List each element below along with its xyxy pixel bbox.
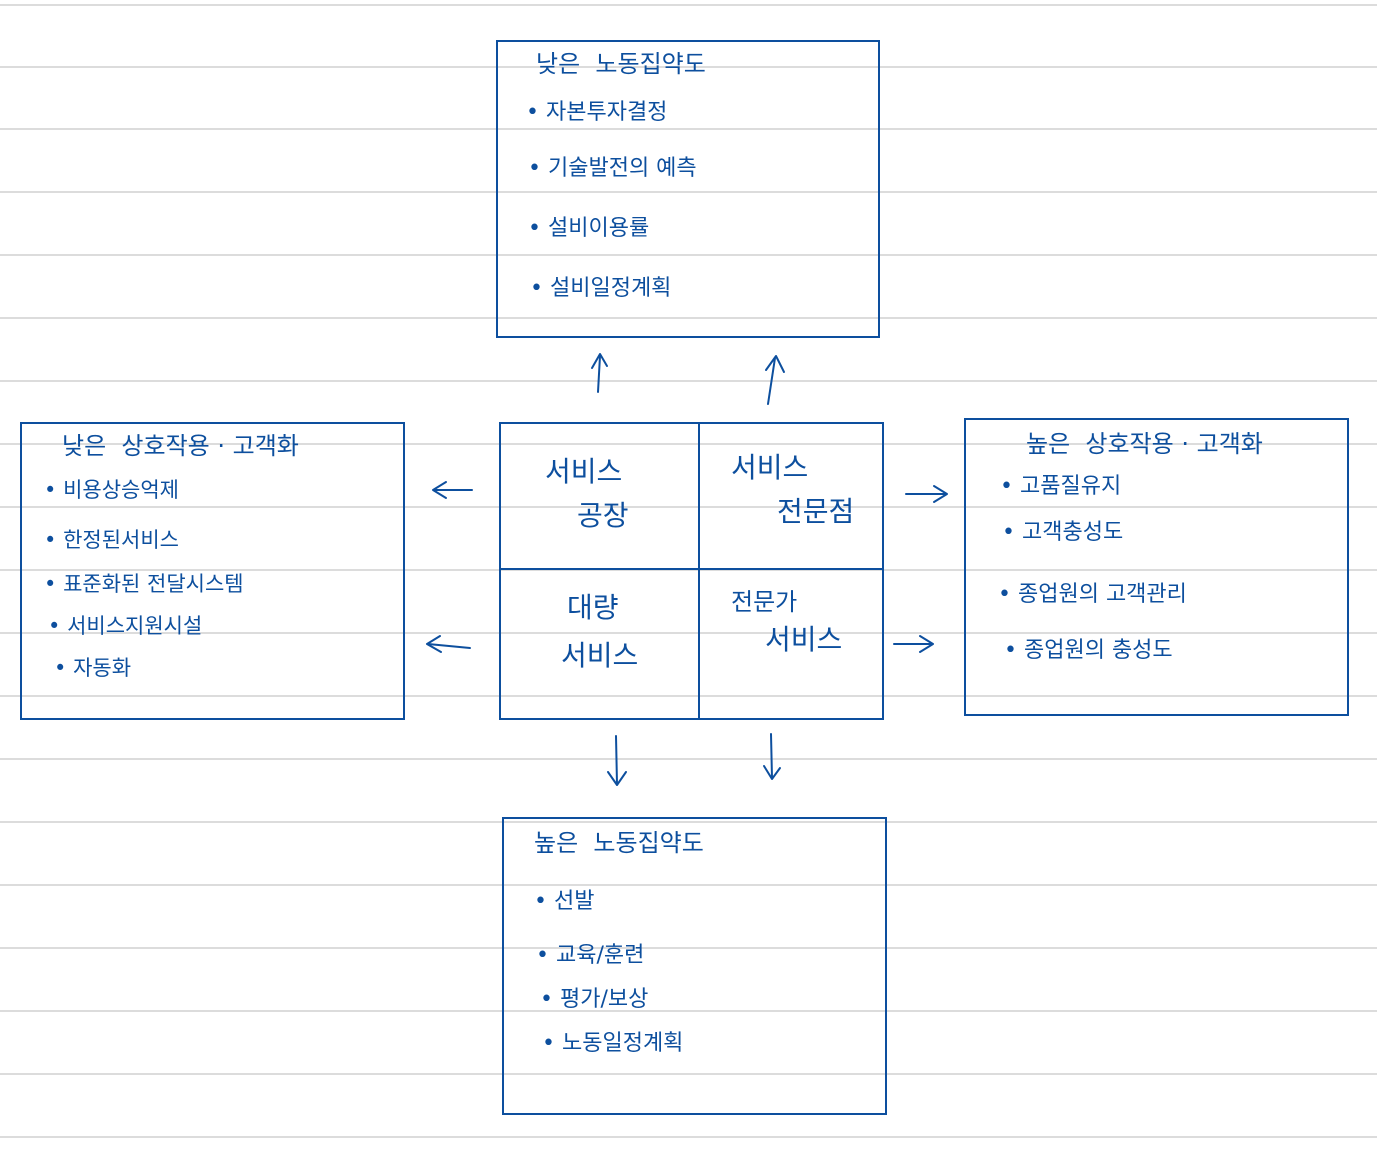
notebook-rule <box>0 506 1377 508</box>
top-box-item: 설비일정계획 <box>530 278 671 300</box>
top-box-item: 설비이용률 <box>528 218 649 240</box>
notebook-rule <box>0 66 1377 68</box>
notebook-rule <box>0 1136 1377 1138</box>
matrix-horizontal-divider <box>501 568 882 570</box>
bottom-box-item: 선발 <box>534 891 594 913</box>
professional-service-line2: 서비스 <box>765 623 843 656</box>
down-arrow <box>607 735 627 786</box>
notebook-rule <box>0 128 1377 130</box>
notebook-rule <box>0 317 1377 319</box>
left-box-title: 낮은 상호작용 · 고객화 <box>62 432 299 460</box>
down-arrow <box>763 733 781 780</box>
notebook-rule <box>0 191 1377 193</box>
up-arrow <box>591 353 608 393</box>
top-box-title: 낮은 노동집약도 <box>536 50 706 78</box>
right-box-title: 높은 상호작용 · 고객화 <box>1026 430 1263 458</box>
notebook-rule <box>0 758 1377 760</box>
right-box-item: 종업원의 고객관리 <box>998 584 1187 606</box>
service-process-matrix: 서비스 공장 서비스 전문점 대량 서비스 전문가 서비스 <box>499 422 884 720</box>
notebook-rule <box>0 632 1377 634</box>
left-box-item: 서비스지원시설 <box>48 616 202 637</box>
bottom-box-item: 교육/훈련 <box>536 945 644 967</box>
top-box-item: 기술발전의 예측 <box>528 158 697 180</box>
left-box-item: 비용상승억제 <box>44 480 179 501</box>
notebook-rule <box>0 443 1377 445</box>
high-labor-intensity-box: 높은 노동집약도 선발 교육/훈련 평가/보상 노동일정계획 <box>502 817 887 1115</box>
notebook-rule <box>0 695 1377 697</box>
top-box-item: 자본투자결정 <box>526 102 667 124</box>
notebook-rule <box>0 380 1377 382</box>
left-arrow <box>426 635 471 653</box>
service-shop-line1: 서비스 <box>731 451 809 484</box>
low-labor-intensity-box: 낮은 노동집약도 자본투자결정 기술발전의 예측 설비이용률 설비일정계획 <box>496 40 880 338</box>
left-box-item: 자동화 <box>54 658 131 679</box>
notebook-rule <box>0 884 1377 886</box>
low-interaction-customization-box: 낮은 상호작용 · 고객화 비용상승억제 한정된서비스 표준화된 전달시스템 서… <box>20 422 405 720</box>
notebook-rule <box>0 1010 1377 1012</box>
bottom-box-title: 높은 노동집약도 <box>534 829 704 857</box>
right-box-item: 고품질유지 <box>1000 476 1121 498</box>
service-factory-line1: 서비스 <box>545 455 623 488</box>
right-arrow <box>893 635 934 653</box>
notebook-rule <box>0 569 1377 571</box>
service-factory-line2: 공장 <box>577 499 629 532</box>
notebook-rule <box>0 1073 1377 1075</box>
service-shop-line2: 전문점 <box>777 495 855 528</box>
up-arrow <box>765 355 785 405</box>
professional-service-line1: 전문가 <box>731 588 798 616</box>
left-box-item: 한정된서비스 <box>44 530 179 551</box>
right-box-item: 고객충성도 <box>1002 522 1123 544</box>
bottom-box-item: 노동일정계획 <box>542 1033 683 1055</box>
left-box-item: 표준화된 전달시스템 <box>44 574 244 595</box>
bottom-box-item: 평가/보상 <box>540 989 648 1011</box>
notebook-rule <box>0 821 1377 823</box>
matrix-vertical-divider <box>698 424 700 718</box>
right-arrow <box>905 485 948 503</box>
notebook-rule <box>0 4 1377 6</box>
mass-service-line2: 서비스 <box>561 639 639 672</box>
left-arrow <box>432 481 473 499</box>
high-interaction-customization-box: 높은 상호작용 · 고객화 고품질유지 고객충성도 종업원의 고객관리 종업원의… <box>964 418 1349 716</box>
notebook-rule <box>0 947 1377 949</box>
right-box-item: 종업원의 충성도 <box>1004 640 1173 662</box>
mass-service-line1: 대량 <box>567 591 619 624</box>
notebook-rule <box>0 254 1377 256</box>
